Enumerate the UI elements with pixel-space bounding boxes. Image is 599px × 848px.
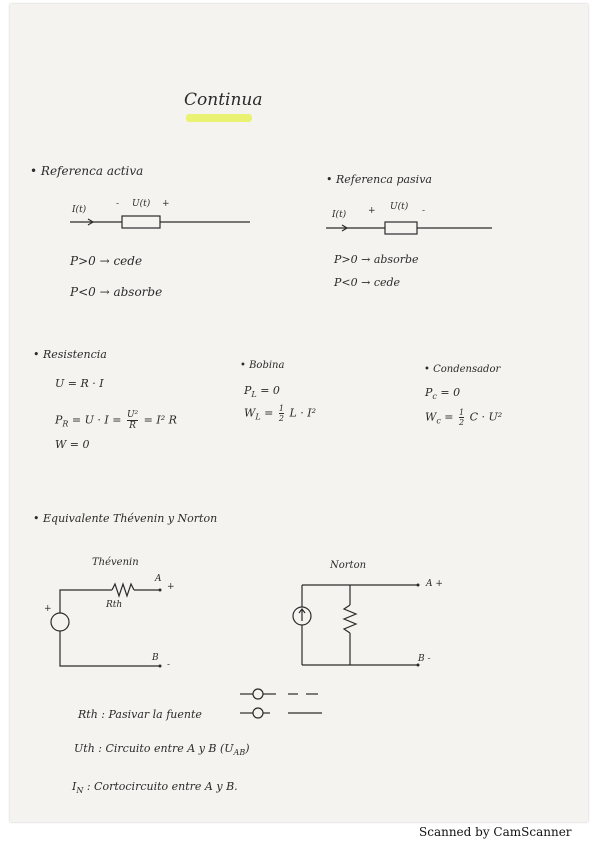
resistencia-energy: W = 0 (55, 438, 90, 451)
equivalente-heading: • Equivalente Thévenin y Norton (33, 512, 218, 525)
thevenin-source (50, 612, 70, 632)
ref-pasiva-minus: - (422, 206, 426, 216)
ref-pasiva-heading: • Referenca pasiva (326, 173, 432, 186)
voltage-source-symbol (252, 688, 264, 700)
bobina-power: PL = 0 (244, 384, 280, 400)
ref-pasiva-voltage: U(t) (390, 202, 409, 212)
norton-source-arrowhead (298, 608, 306, 614)
resistencia-ohm-law: U = R · I (55, 377, 104, 390)
pasiva-current-arrow (341, 224, 349, 232)
ref-pasiva-line2: P<0 → cede (334, 276, 401, 289)
ref-activa-current: I(t) (72, 205, 87, 215)
current-source-symbol (252, 707, 264, 719)
thevenin-node-b: B (152, 653, 159, 663)
note-rth: Rth : Pasivar la fuente (78, 708, 202, 721)
scanner-watermark: Scanned by CamScanner (419, 825, 572, 839)
page-title: Continua (184, 90, 263, 110)
thevenin-rth-label: Rth (106, 600, 123, 610)
ref-activa-voltage: U(t) (132, 199, 151, 209)
condensador-power: Pc = 0 (425, 386, 461, 402)
ref-activa-line2: P<0 → absorbe (70, 285, 163, 299)
ref-pasiva-line1: P>0 → absorbe (334, 253, 419, 266)
resistencia-heading: • Resistencia (33, 348, 107, 361)
condensador-heading: • Condensador (424, 364, 501, 375)
thevenin-node-b-sign: - (167, 660, 171, 670)
thevenin-source-sign: + (44, 604, 52, 614)
norton-resistor (342, 604, 358, 634)
thevenin-node-a-sign: + (167, 582, 175, 592)
condensador-energy: Wc = 1 2 C · U² (425, 408, 503, 427)
ref-activa-line1: P>0 → cede (70, 254, 143, 268)
activa-current-arrow (87, 218, 95, 226)
bobina-energy: WL = 1 2 L · I² (244, 404, 316, 423)
ref-activa-heading: • Referenca activa (30, 164, 144, 178)
paper-sheet (10, 4, 588, 822)
ref-pasiva-plus: + (368, 206, 376, 216)
note-in: IN : Cortocircuito entre A y B. (72, 780, 238, 796)
thevenin-wire-bottom (59, 631, 160, 667)
bobina-heading: • Bobina (240, 360, 285, 371)
activa-element (121, 215, 161, 229)
thevenin-node-a: A (155, 574, 162, 584)
ref-activa-minus: - (116, 199, 120, 209)
norton-node-b: B - (418, 654, 431, 664)
pasiva-element (384, 221, 418, 235)
note-uth: Uth : Circuito entre A y B (UAB) (74, 742, 250, 758)
thevenin-label: Thévenin (92, 557, 139, 568)
norton-label: Norton (330, 560, 367, 571)
thevenin-wire-top (59, 589, 112, 613)
ref-pasiva-current: I(t) (332, 210, 347, 220)
norton-node-a: A + (426, 579, 443, 589)
ref-activa-plus: + (162, 199, 170, 209)
title-highlight (186, 114, 252, 122)
thevenin-resistor (111, 582, 135, 598)
resistencia-power: PR = U · I = U² R = I² R (55, 410, 177, 431)
